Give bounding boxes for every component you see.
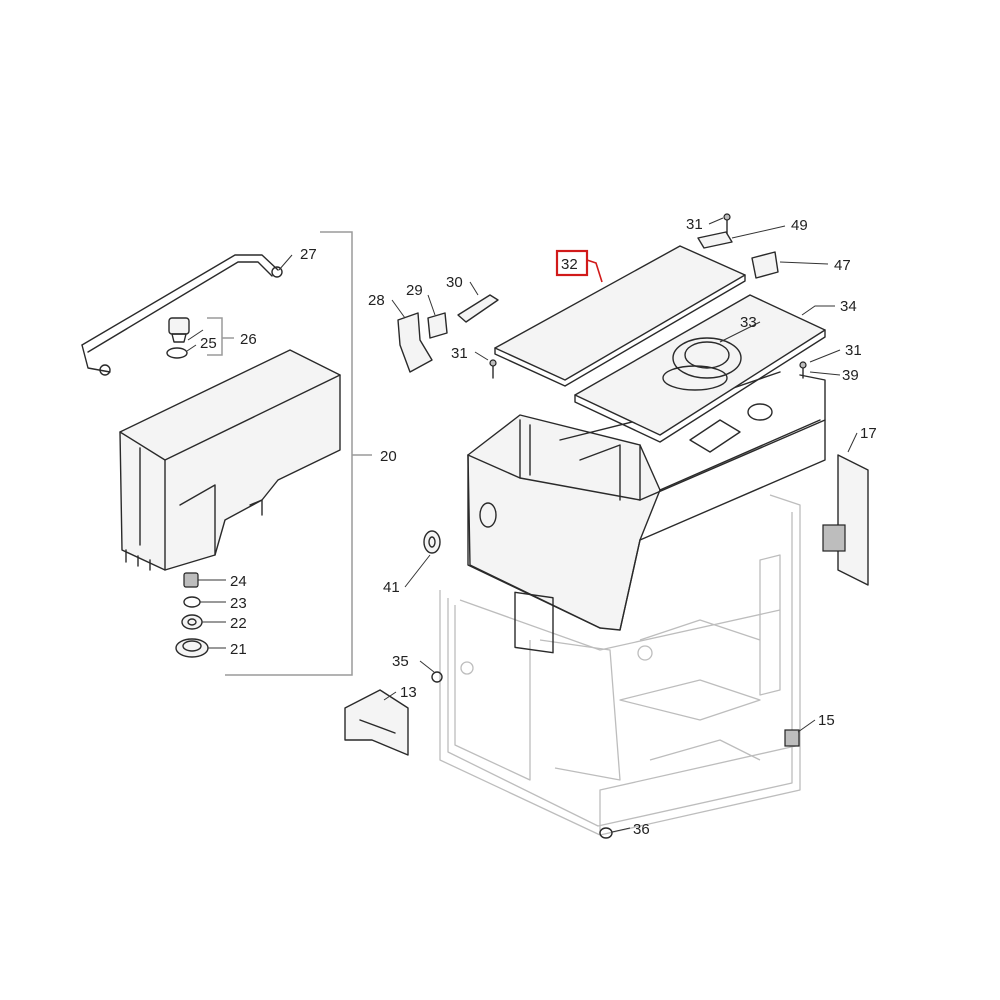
label-28: 28 <box>368 292 385 309</box>
small-parts-21-24 <box>175 572 209 658</box>
tank-handle <box>81 254 283 376</box>
highlight-box-32 <box>555 249 589 277</box>
part-15 <box>784 729 800 747</box>
bracket-49 <box>697 231 733 249</box>
label-31-right: 31 <box>845 342 862 359</box>
water-tank <box>119 349 341 571</box>
label-47: 47 <box>834 257 851 274</box>
group-bracket-26 <box>207 317 234 356</box>
label-31-left: 31 <box>451 345 468 362</box>
machine-base-frame <box>439 494 801 836</box>
label-21: 21 <box>230 641 247 658</box>
label-15: 15 <box>818 712 835 729</box>
top-cover <box>574 294 826 443</box>
part-13 <box>344 689 409 756</box>
label-27: 27 <box>300 246 317 263</box>
label-13: 13 <box>400 684 417 701</box>
label-29: 29 <box>406 282 423 299</box>
tank-valve <box>166 317 190 359</box>
label-25: 25 <box>200 335 217 352</box>
part-30 <box>457 294 499 323</box>
highlight-leader-32 <box>586 259 603 283</box>
label-33: 33 <box>740 314 757 331</box>
label-36: 36 <box>633 821 650 838</box>
label-39: 39 <box>842 367 859 384</box>
upper-housing <box>467 371 826 654</box>
label-23: 23 <box>230 595 247 612</box>
label-24: 24 <box>230 573 247 590</box>
label-49: 49 <box>791 217 808 234</box>
lid-32 <box>494 245 746 387</box>
ring-35 <box>431 671 443 683</box>
pcb-17 <box>822 454 869 586</box>
knob-41 <box>423 530 441 554</box>
label-30: 30 <box>446 274 463 291</box>
part-28 <box>397 312 433 373</box>
label-26: 26 <box>240 331 257 348</box>
label-22: 22 <box>230 615 247 632</box>
label-20: 20 <box>380 448 397 465</box>
bracket-47 <box>751 251 779 279</box>
label-17: 17 <box>860 425 877 442</box>
label-41: 41 <box>383 579 400 596</box>
label-32: 32 <box>561 256 578 273</box>
part-29 <box>427 312 448 339</box>
label-35: 35 <box>392 653 409 670</box>
group-bracket-20 <box>225 231 353 676</box>
label-34: 34 <box>840 298 857 315</box>
part-36 <box>599 827 613 839</box>
leader-lines <box>186 217 858 833</box>
screws <box>489 213 807 379</box>
label-31-top: 31 <box>686 216 703 233</box>
